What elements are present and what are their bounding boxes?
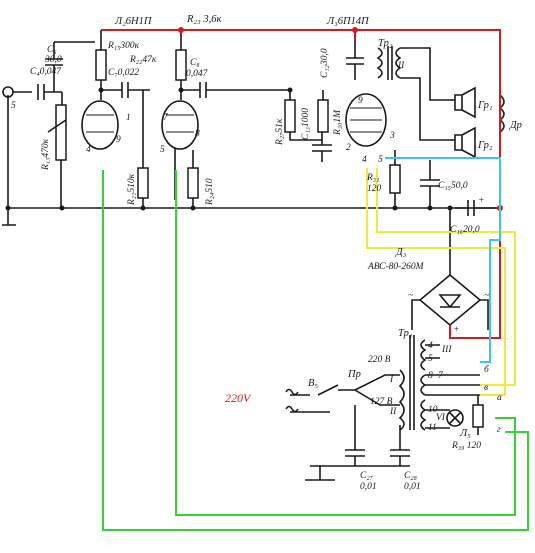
label-mains-voltage: 220V bbox=[225, 391, 252, 405]
label-220v: 220 В bbox=[368, 355, 391, 365]
svg-text:+: + bbox=[478, 196, 484, 206]
label-c27-value: 0,01 bbox=[360, 482, 377, 492]
label-tr2: Тр₂ bbox=[378, 38, 393, 49]
label-r39: R₃₉ 120 bbox=[451, 441, 481, 451]
circuit-wiring bbox=[2, 30, 505, 481]
label-c4: C₄0,047 bbox=[30, 67, 62, 77]
cyan-wires bbox=[385, 157, 501, 363]
svg-text:9: 9 bbox=[116, 135, 121, 145]
label-c6-value: 30,0 bbox=[44, 55, 62, 65]
svg-text:1: 1 bbox=[126, 113, 131, 123]
label-r30: R₃₀1М bbox=[333, 109, 343, 136]
svg-text:11: 11 bbox=[428, 423, 437, 433]
label-r21: R₂₁510к bbox=[127, 173, 137, 206]
label-d3-type: АВС-80-260М bbox=[367, 262, 425, 272]
tube3-envelope bbox=[345, 93, 387, 147]
svg-text:7: 7 bbox=[438, 371, 444, 381]
tube2-left-envelope bbox=[81, 100, 119, 150]
svg-text:II: II bbox=[389, 407, 397, 417]
svg-text:7: 7 bbox=[163, 113, 169, 123]
label-c28-value: 0,01 bbox=[404, 482, 421, 492]
label-c7: C₇0,022 bbox=[108, 68, 139, 78]
diode-bridge bbox=[418, 273, 482, 327]
svg-text:~: ~ bbox=[408, 291, 413, 301]
svg-text:5: 5 bbox=[378, 155, 383, 165]
label-gr1: Гр₁ bbox=[477, 100, 493, 111]
label-tube2: Л₂6Н1П bbox=[114, 16, 153, 27]
tube2-right-envelope bbox=[161, 100, 199, 150]
label-gr2: Гр₂ bbox=[477, 140, 493, 151]
green-heater-wires bbox=[102, 170, 529, 531]
label-127v: 127 В bbox=[370, 397, 393, 407]
label-tr2-winding: II bbox=[397, 61, 405, 71]
label-c8-value: 0,047 bbox=[186, 69, 209, 79]
label-c15: C₁₅50,0 bbox=[438, 181, 468, 191]
svg-text:VI: VI bbox=[436, 413, 446, 423]
svg-text:5: 5 bbox=[11, 101, 16, 111]
svg-text:8: 8 bbox=[195, 129, 200, 139]
label-r27: R₂₇51к bbox=[275, 118, 285, 146]
label-tr1: Тр₁ bbox=[398, 328, 412, 339]
label-dr: Др bbox=[509, 120, 522, 131]
tr1-core bbox=[409, 335, 415, 430]
junction-dots bbox=[5, 87, 453, 211]
pin-and-terminal-labels: 1 4 9 7 8 5 9 2 3 4 5 5 4 5 III 8 7 10 1… bbox=[11, 96, 502, 435]
label-c28: C₂₈ bbox=[404, 471, 417, 481]
svg-text:4: 4 bbox=[86, 145, 91, 155]
svg-text:3: 3 bbox=[389, 131, 395, 141]
svg-text:10: 10 bbox=[428, 405, 438, 415]
label-r15: R₁₅300к bbox=[107, 41, 140, 51]
svg-text:~: ~ bbox=[484, 291, 489, 301]
svg-text:9: 9 bbox=[358, 96, 363, 106]
svg-text:+: + bbox=[453, 325, 459, 335]
label-c13: C₁₃1000 bbox=[301, 108, 311, 140]
svg-text:I: I bbox=[389, 375, 394, 385]
svg-text:5: 5 bbox=[428, 354, 433, 364]
ground-symbol bbox=[2, 95, 16, 226]
label-c27: C₂₇ bbox=[360, 471, 374, 481]
label-r23: R₂₃ 3,6к bbox=[186, 14, 221, 25]
label-c6: C₆ bbox=[47, 45, 57, 55]
svg-text:III: III bbox=[441, 345, 452, 355]
label-c16: C₁₆20,0 bbox=[450, 225, 480, 235]
label-r24: R₂₄510 bbox=[205, 178, 215, 206]
label-r31-value: 120 bbox=[367, 184, 382, 194]
svg-text:г: г bbox=[497, 425, 501, 435]
svg-text:8: 8 bbox=[428, 371, 433, 381]
svg-text:в: в bbox=[484, 383, 488, 393]
label-pr: Пр bbox=[347, 369, 361, 380]
svg-text:б: б bbox=[484, 364, 490, 375]
label-l5: Л₅ bbox=[459, 428, 471, 439]
label-r22: R₂₂47к bbox=[129, 55, 157, 65]
pilot-lamp bbox=[446, 409, 464, 427]
label-c8: C₈ bbox=[190, 58, 200, 68]
label-r31: R₃₁ bbox=[366, 173, 379, 183]
label-tube3: Л₃6П14П bbox=[326, 16, 370, 27]
component-labels: Л₂6Н1П R₂₃ 3,6к Л₃6П14П C₆ 30,0 C₄0,047 … bbox=[30, 14, 522, 492]
svg-text:2: 2 bbox=[346, 143, 351, 153]
label-c12: C₁₂30,0 bbox=[320, 48, 330, 78]
svg-text:5: 5 bbox=[160, 145, 165, 155]
svg-text:а: а bbox=[497, 393, 502, 403]
label-d3: Д₃ bbox=[395, 247, 407, 258]
label-v5: В₅ bbox=[308, 378, 318, 389]
svg-text:4: 4 bbox=[428, 341, 433, 351]
label-r13: R₁₃470к bbox=[41, 138, 51, 171]
svg-text:4: 4 bbox=[362, 155, 367, 165]
yellow-wires bbox=[366, 168, 516, 396]
